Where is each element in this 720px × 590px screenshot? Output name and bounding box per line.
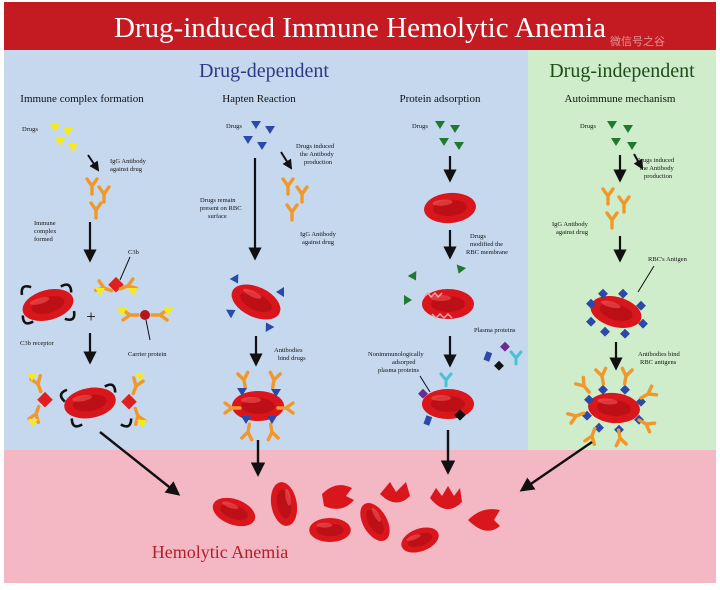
plasma-protein-icon xyxy=(483,351,493,362)
page-title: Drug-induced Immune Hemolytic Anemia xyxy=(114,12,606,44)
section-drug-dependent: Drug-dependent xyxy=(199,60,329,82)
hemolysis-cells xyxy=(208,480,500,558)
rbc-antigen-icons xyxy=(586,288,648,339)
plasma-protein-icon xyxy=(500,341,510,352)
title-bar xyxy=(4,2,716,50)
c3-modified-label-1: Drugs xyxy=(470,233,486,240)
c4-bind-label-1: Antibodies bind xyxy=(638,351,680,358)
plasma-protein-y-icon xyxy=(439,372,453,388)
c4-induced-label-2: the Antibody xyxy=(640,165,675,172)
lysed-cell-icon xyxy=(468,509,500,531)
plasma-protein-icon xyxy=(454,409,466,421)
c4-induced-label-1: Drugs induced xyxy=(636,157,675,164)
c3-modified-label-3: RBC membrane xyxy=(466,249,508,256)
c4-bind-label-2: RBC antigens xyxy=(640,359,677,366)
c2-remain-label-3: surface xyxy=(208,213,227,220)
carrier-protein-label: Carrier protein xyxy=(128,351,167,358)
lysed-cell-icon xyxy=(322,485,354,509)
column-autoimmune: Drugs Drugs induced the Antibody product… xyxy=(552,121,688,448)
c2-igg-label-1: IgG Antibody xyxy=(300,231,337,238)
c4-drugs-label: Drugs xyxy=(580,123,596,130)
heading-protein-adsorption: Protein adsorption xyxy=(400,93,481,105)
c3-drugs-label: Drugs xyxy=(412,123,428,130)
column-immune-complex: Drugs IgG Antibody against drug Immune c… xyxy=(17,124,173,431)
plasma-protein-icon xyxy=(423,415,433,426)
lysed-cell-icon xyxy=(380,482,410,503)
c4-igg-label-2: against drug xyxy=(556,229,589,236)
c2-induced-label-1: Drugs induced xyxy=(296,143,335,150)
c1-igg-label-2: against drug xyxy=(110,166,143,173)
c3-modified-label-2: modified the xyxy=(470,241,503,248)
membrane-damage-icon xyxy=(431,312,453,320)
c1-igg-label-1: IgG Antibody xyxy=(110,158,147,165)
plasma-proteins-label: Plasma proteins xyxy=(474,327,516,334)
plasma-protein-icon xyxy=(494,360,504,371)
c2-induced-label-2: the Antibody xyxy=(300,151,335,158)
c1-immune-label-2: complex xyxy=(34,228,57,235)
rbc-antigen-label: RBC's Antigen xyxy=(648,256,688,263)
c1-drugs-label: Drugs xyxy=(22,126,38,133)
c1-immune-label-3: formed xyxy=(34,236,54,243)
c2-induced-label-3: production xyxy=(304,159,333,166)
heading-immune-complex: Immune complex formation xyxy=(20,93,144,105)
c3-nonimmuno-label-3: plasma proteins xyxy=(378,367,419,374)
c3b-receptor-label: C3b receptor xyxy=(20,340,55,347)
plus-sign: + xyxy=(86,307,96,326)
red-blood-cell-icon xyxy=(309,518,351,542)
c2-bind-label-1: Antibodies xyxy=(274,347,303,354)
c1-immune-label-1: Immune xyxy=(34,220,56,227)
c4-igg-label-1: IgG Antibody xyxy=(552,221,589,228)
column-hapten: Drugs Drugs induced the Antibody product… xyxy=(200,121,337,442)
watermark: 微信号之谷 xyxy=(610,34,665,48)
c2-remain-label-2: present on RBC xyxy=(200,205,242,212)
c3b-label: C3b xyxy=(128,249,139,256)
hemolysis-panel xyxy=(4,450,716,583)
hemolytic-anemia-label: Hemolytic Anemia xyxy=(152,542,288,562)
heading-autoimmune: Autoimmune mechanism xyxy=(565,93,676,105)
c2-bind-label-2: bind drugs xyxy=(278,355,306,362)
heading-hapten: Hapten Reaction xyxy=(222,93,296,105)
red-blood-cell-icon xyxy=(422,389,474,419)
carrier-protein-icon xyxy=(140,310,150,320)
c3b-icon xyxy=(121,393,137,410)
c3-nonimmuno-label-2: adsorped xyxy=(392,359,416,366)
lysed-cell-icon xyxy=(430,486,462,510)
plasma-protein-y-icon xyxy=(509,350,523,366)
convergence-arrows xyxy=(99,430,593,496)
c2-igg-label-2: against drug xyxy=(302,239,335,246)
column-protein-adsorption: Drugs Drugs modified the RBC membrane Pl… xyxy=(368,121,523,426)
c3-nonimmuno-label-1: Nonimmunologically xyxy=(368,351,424,358)
c2-remain-label-1: Drugs remain xyxy=(200,197,236,204)
c4-induced-label-3: production xyxy=(644,173,673,180)
c2-drugs-label: Drugs xyxy=(226,123,242,130)
section-drug-independent: Drug-independent xyxy=(549,60,695,82)
plasma-protein-icon xyxy=(418,388,428,399)
c3b-icon xyxy=(37,391,53,408)
membrane-damage-icon xyxy=(423,291,443,299)
